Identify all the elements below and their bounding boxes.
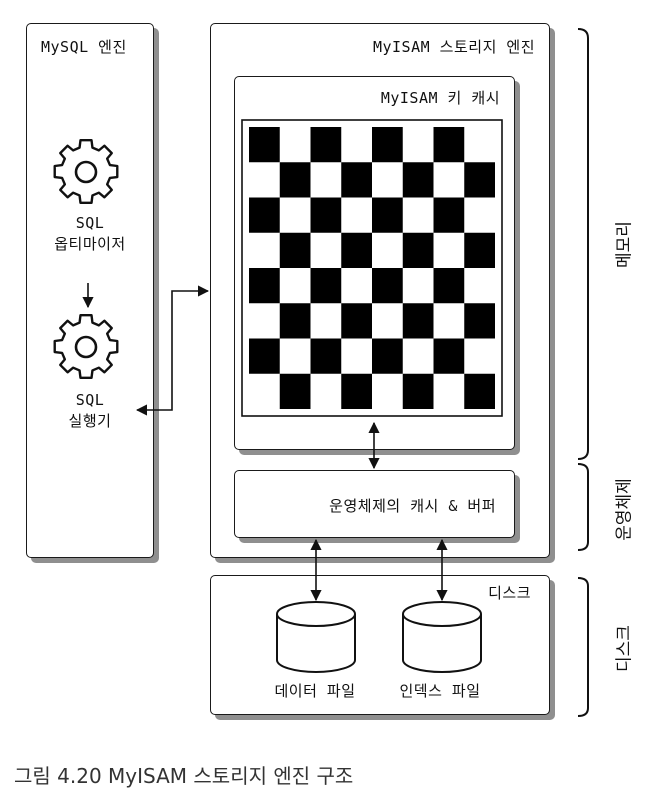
sql-executor-label-line2: 실행기 [68,412,112,430]
memory-bracket [577,28,589,460]
disk-bracket-label: 디스크 [614,625,635,672]
sql-optimizer-label-line2: 옵티마이저 [54,235,126,253]
gear-icon [53,139,119,204]
cache-block [279,162,311,198]
cache-block [402,373,434,409]
cache-block [279,303,311,339]
sql-executor-label-line1: SQL [75,391,105,409]
cache-block [310,197,342,233]
cache-block [402,303,434,339]
cache-block [372,338,403,374]
cache-block [249,197,280,233]
memory-bracket-label: 메모리 [614,221,635,268]
gear-icon [53,314,119,379]
figure-caption: 그림 4.20 MyISAM 스토리지 엔진 구조 [14,764,354,788]
os-bracket-label: 운영체제 [614,478,635,541]
cache-block [341,162,372,198]
data-file-label: 데이터 파일 [274,682,356,700]
os-bracket [577,463,589,551]
mysql-engine-title: MySQL 엔진 [41,38,127,56]
cache-block [279,373,311,409]
cache-block [249,127,280,163]
key-cache-blocks [241,119,503,417]
cache-block [372,197,403,233]
cache-block [464,162,495,198]
cache-block [402,162,434,198]
cache-block [341,373,372,409]
os-cache-buffer-label: 운영체제의 캐시 & 버퍼 [329,497,496,515]
os-cache-buffer-box: 운영체제의 캐시 & 버퍼 [234,470,515,538]
disk-box: 디스크 [210,575,550,715]
cache-block [249,268,280,304]
cache-block [433,268,465,304]
cache-block [464,373,495,409]
key-cache-title: MyISAM 키 캐시 [380,89,500,107]
disk-bracket [577,577,589,717]
cache-block [464,303,495,339]
mysql-engine-box: MySQL 엔진 [26,23,154,558]
cache-block [372,127,403,163]
sql-optimizer-label-line1: SQL [75,214,105,232]
executor-engine-arrow [135,285,210,416]
myisam-engine-title: MyISAM 스토리지 엔진 [372,38,535,56]
cache-block [310,127,342,163]
cache-block [310,338,342,374]
index-file-cylinder-icon [402,601,482,673]
cache-block [372,268,403,304]
cache-block [249,338,280,374]
disk-title: 디스크 [488,584,531,602]
cache-block [464,232,495,268]
sql-optimizer-label: SQL 옵티마이저 [40,213,140,255]
cache-block [341,232,372,268]
cache-block [433,127,465,163]
cache-block [433,197,465,233]
data-file-cylinder-icon [276,601,356,673]
index-file-label: 인덱스 파일 [399,682,481,700]
cache-block [433,338,465,374]
sql-executor-label: SQL 실행기 [40,390,140,432]
cache-block [279,232,311,268]
cache-block [310,268,342,304]
cache-block [402,232,434,268]
cache-block [341,303,372,339]
